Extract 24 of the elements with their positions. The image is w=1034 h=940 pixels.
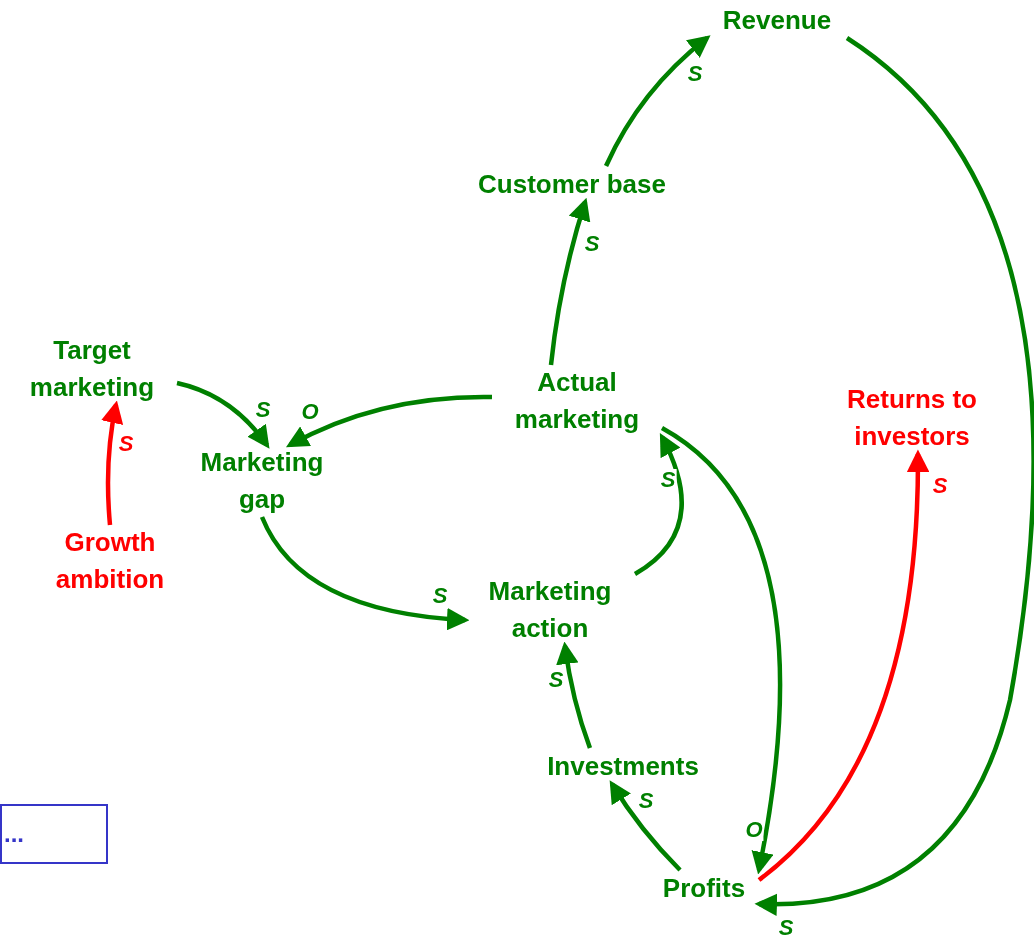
arrow (101, 400, 124, 526)
arrow (609, 780, 682, 872)
arrow (176, 380, 270, 449)
edge-label: O (744, 819, 764, 841)
arrow (754, 36, 1034, 916)
arrow (285, 394, 492, 448)
arrow (604, 35, 711, 167)
variable-label: Investments (528, 748, 718, 784)
arrow (259, 516, 470, 630)
variable-label: Revenue (707, 2, 847, 38)
arrow (757, 449, 929, 882)
variable-label: Marketing action (465, 574, 635, 646)
variable-label: Profits (649, 870, 759, 906)
variable-label: Target marketing (7, 333, 177, 405)
arrow (556, 641, 593, 749)
arrow (660, 426, 782, 875)
arrow (548, 197, 591, 366)
text-box: ... (0, 804, 108, 864)
variable-label: Returns to investors (822, 382, 1002, 454)
variable-label: Actual marketing (492, 365, 662, 437)
arrow (633, 432, 684, 576)
variable-label: Marketing gap (180, 445, 344, 517)
variable-label: Growth ambition (35, 525, 185, 597)
variable-label: Customer base (457, 166, 687, 202)
